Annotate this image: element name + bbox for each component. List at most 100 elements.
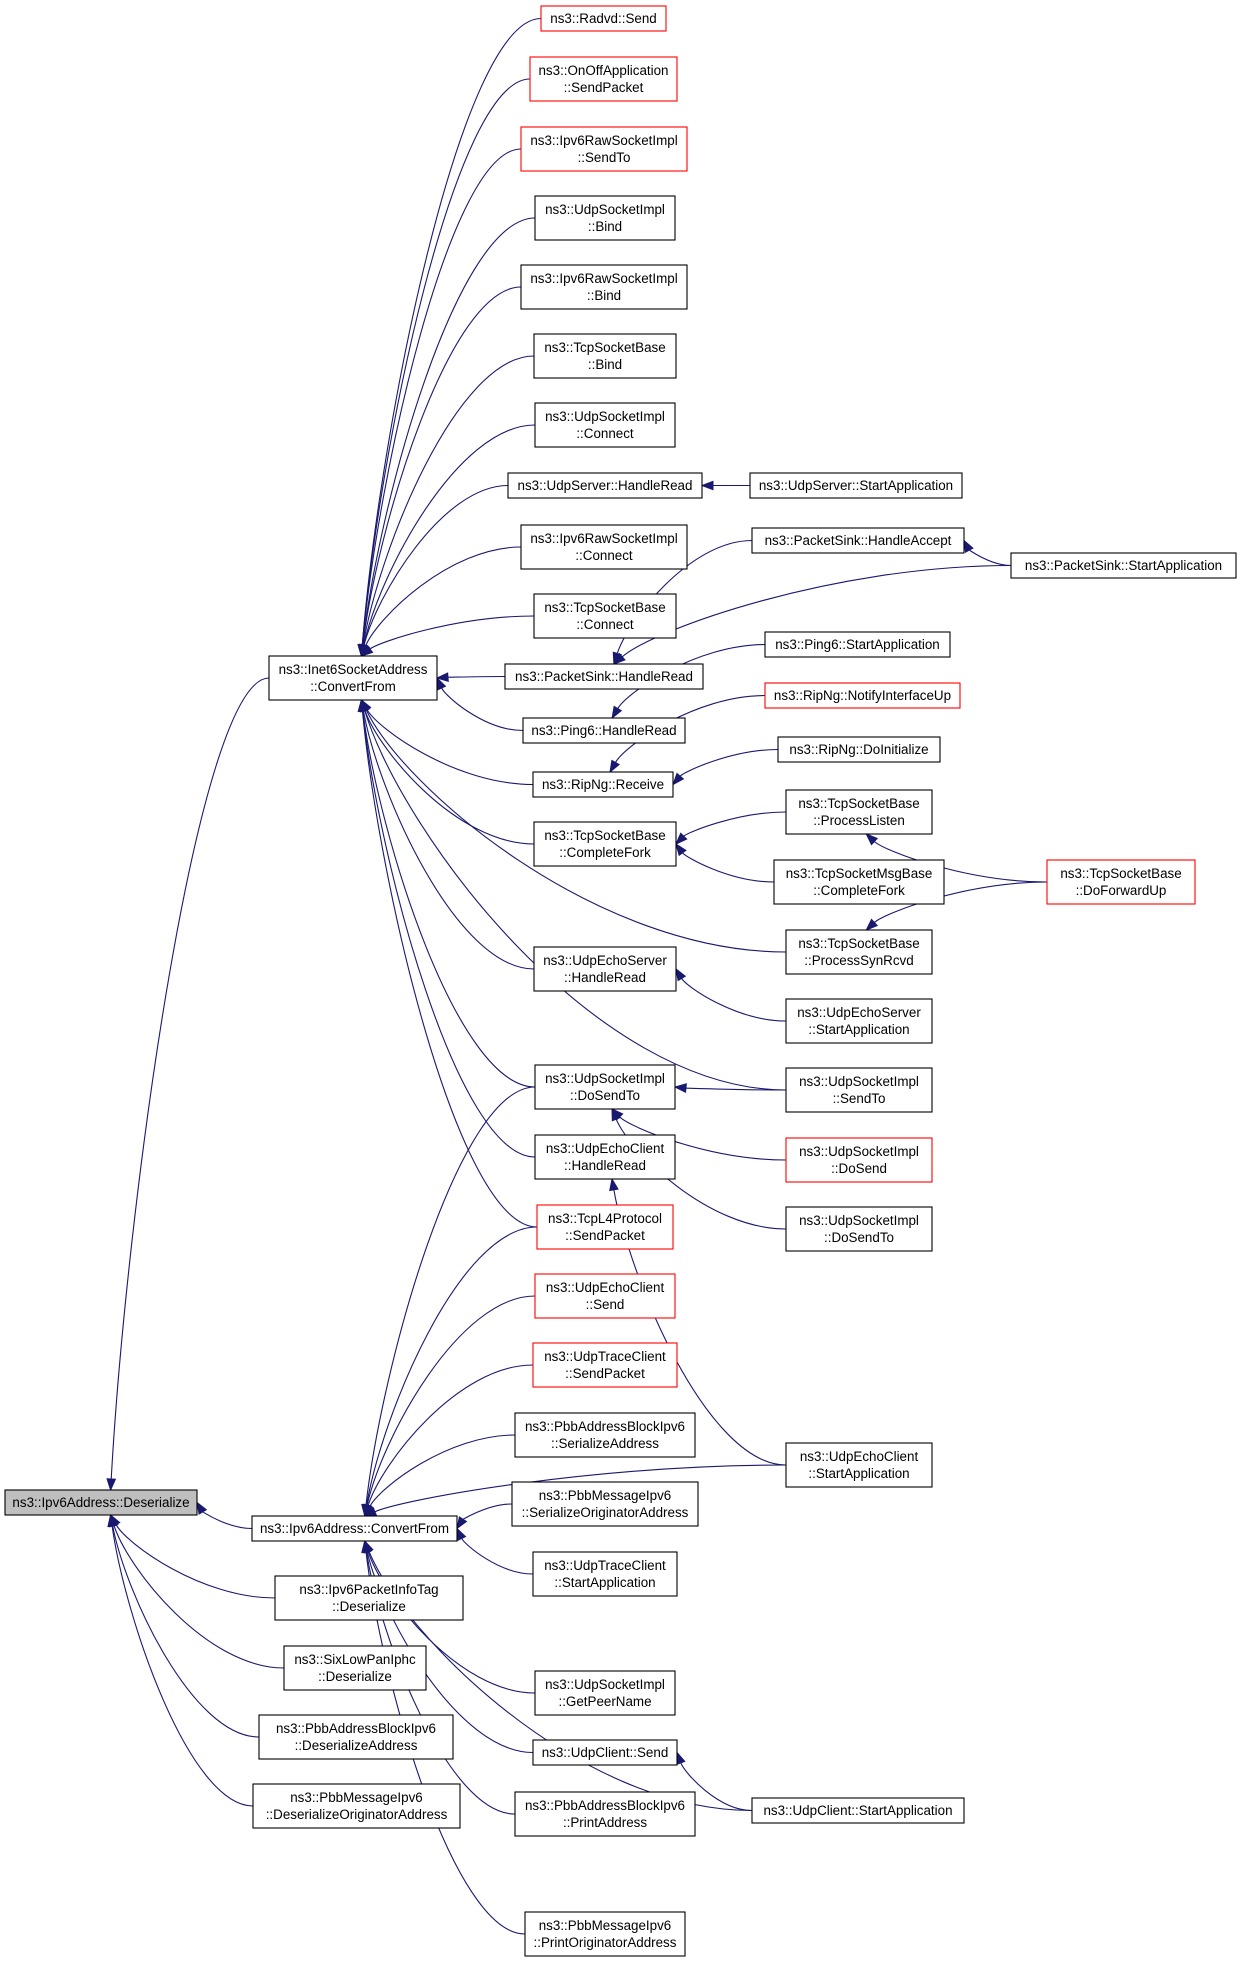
node-label: ns3::TcpL4Protocol bbox=[548, 1211, 662, 1226]
node-label: ns3::UdpEchoClient bbox=[546, 1141, 665, 1156]
node-label: ::ProcessSynRcvd bbox=[804, 953, 913, 968]
node-box bbox=[534, 1134, 676, 1180]
node-label: ::CompleteFork bbox=[813, 883, 905, 898]
function-node-pbbblock-print[interactable]: ns3::PbbAddressBlockIpv6::PrintAddress bbox=[514, 1791, 696, 1837]
node-label: ns3::PbbMessageIpv6 bbox=[539, 1918, 672, 1933]
function-node-ipv6-deserialize[interactable]: ns3::Ipv6Address::Deserialize bbox=[4, 1489, 198, 1516]
call-edge bbox=[682, 852, 775, 883]
function-node-tcpbase-processlisten[interactable]: ns3::TcpSocketBase::ProcessListen bbox=[785, 789, 933, 835]
function-node-udptraceclient-start[interactable]: ns3::UdpTraceClient::StartApplication bbox=[532, 1551, 678, 1597]
node-label: ns3::PbbMessageIpv6 bbox=[290, 1790, 423, 1805]
function-node-ripng-notify[interactable]: ns3::RipNg::NotifyInterfaceUp bbox=[764, 682, 961, 709]
function-node-ping6-start[interactable]: ns3::Ping6::StartApplication bbox=[764, 631, 951, 658]
call-edge bbox=[616, 539, 753, 654]
call-edge bbox=[362, 710, 536, 1088]
function-node-udpsock-dosendto[interactable]: ns3::UdpSocketImpl::DoSendTo bbox=[534, 1064, 676, 1110]
function-node-ripng-doinit[interactable]: ns3::RipNg::DoInitialize bbox=[777, 736, 941, 763]
call-edge bbox=[683, 811, 787, 837]
call-edge bbox=[447, 675, 506, 678]
function-node-udpsock-connect[interactable]: ns3::UdpSocketImpl::Connect bbox=[534, 402, 676, 448]
function-node-ipv6raw-sendto[interactable]: ns3::Ipv6RawSocketImpl::SendTo bbox=[520, 126, 688, 172]
call-edge bbox=[111, 1525, 254, 1807]
function-node-pbbmsg-serialize[interactable]: ns3::PbbMessageIpv6::SerializeOriginator… bbox=[511, 1481, 699, 1527]
node-box bbox=[532, 1739, 678, 1766]
node-box bbox=[520, 126, 688, 172]
function-node-udpserver-start[interactable]: ns3::UdpServer::StartApplication bbox=[749, 472, 963, 499]
function-node-pbbmsg-print[interactable]: ns3::PbbMessageIpv6::PrintOriginatorAddr… bbox=[524, 1911, 686, 1957]
function-node-onoff-sendpacket[interactable]: ns3::OnOffApplication::SendPacket bbox=[529, 56, 678, 102]
node-box bbox=[777, 736, 941, 763]
function-node-tcpbase-connect[interactable]: ns3::TcpSocketBase::Connect bbox=[533, 593, 677, 639]
node-label: ns3::RipNg::NotifyInterfaceUp bbox=[774, 688, 951, 703]
node-label: ns3::PbbAddressBlockIpv6 bbox=[525, 1419, 685, 1434]
node-box bbox=[749, 472, 963, 499]
function-node-packetsink-start[interactable]: ns3::PacketSink::StartApplication bbox=[1010, 552, 1237, 579]
node-box bbox=[785, 1067, 933, 1113]
function-node-tcpbase-processsynrcvd[interactable]: ns3::TcpSocketBase::ProcessSynRcvd bbox=[785, 929, 933, 975]
function-node-pbbblock-deserialize[interactable]: ns3::PbbAddressBlockIpv6::DeserializeAdd… bbox=[258, 1714, 454, 1760]
function-node-udpsock-dosendto2[interactable]: ns3::UdpSocketImpl::DoSendTo bbox=[785, 1206, 933, 1252]
node-label: ns3::Ping6::HandleRead bbox=[531, 723, 676, 738]
call-edge bbox=[115, 1524, 276, 1599]
function-node-udpserver-handleread[interactable]: ns3::UdpServer::HandleRead bbox=[507, 472, 703, 499]
node-label: ns3::PacketSink::HandleRead bbox=[515, 669, 693, 684]
function-node-tcpbase-doforwardup[interactable]: ns3::TcpSocketBase::DoForwardUp bbox=[1046, 859, 1196, 905]
node-label: ns3::Ipv6PacketInfoTag bbox=[299, 1582, 438, 1597]
node-label: ns3::Ipv6RawSocketImpl bbox=[530, 133, 677, 148]
node-box bbox=[540, 5, 667, 32]
function-node-udpsock-getpeername[interactable]: ns3::UdpSocketImpl::GetPeerName bbox=[534, 1670, 676, 1716]
node-label: ::SendTo bbox=[578, 150, 631, 165]
node-label: ::PrintAddress bbox=[563, 1815, 647, 1830]
function-node-udpechoserver-start[interactable]: ns3::UdpEchoServer::StartApplication bbox=[785, 998, 933, 1044]
arrowhead-icon bbox=[106, 1478, 117, 1492]
node-label: ::HandleRead bbox=[564, 970, 646, 985]
node-label: ns3::UdpTraceClient bbox=[544, 1349, 666, 1364]
function-node-tcpmsgbase-completefork[interactable]: ns3::TcpSocketMsgBase::CompleteFork bbox=[773, 859, 945, 905]
function-node-radvd-send[interactable]: ns3::Radvd::Send bbox=[540, 5, 667, 32]
function-node-udpclient-send[interactable]: ns3::UdpClient::Send bbox=[532, 1739, 678, 1766]
function-node-inet6-convertfrom[interactable]: ns3::Inet6SocketAddress::ConvertFrom bbox=[268, 655, 438, 701]
node-label: ns3::UdpEchoClient bbox=[546, 1280, 665, 1295]
function-node-udpsock-bind[interactable]: ns3::UdpSocketImpl::Bind bbox=[534, 195, 676, 241]
arrowhead-icon bbox=[611, 1107, 621, 1122]
call-edge bbox=[366, 709, 534, 786]
node-box bbox=[785, 1442, 933, 1488]
node-label: ::CompleteFork bbox=[559, 845, 651, 860]
call-edge bbox=[366, 1226, 538, 1506]
function-node-ping6-handleread[interactable]: ns3::Ping6::HandleRead bbox=[522, 717, 686, 744]
function-node-udpechoclient-start[interactable]: ns3::UdpEchoClient::StartApplication bbox=[785, 1442, 933, 1488]
node-label: ns3::PacketSink::StartApplication bbox=[1025, 558, 1222, 573]
arrowhead-icon bbox=[676, 1751, 686, 1765]
node-box bbox=[534, 1273, 676, 1319]
call-edge bbox=[366, 1295, 536, 1506]
call-edge bbox=[615, 1118, 787, 1230]
function-node-tcpbase-bind[interactable]: ns3::TcpSocketBase::Bind bbox=[533, 333, 677, 379]
function-node-ipv6raw-connect[interactable]: ns3::Ipv6RawSocketImpl::Connect bbox=[520, 524, 688, 570]
function-node-sixlow-deserialize[interactable]: ns3::SixLowPanIphc::Deserialize bbox=[283, 1645, 427, 1691]
function-node-ipv6pkt-deserialize[interactable]: ns3::Ipv6PacketInfoTag::Deserialize bbox=[274, 1575, 464, 1621]
function-node-packetsink-handleaccept[interactable]: ns3::PacketSink::HandleAccept bbox=[751, 527, 965, 554]
node-label: ns3::UdpSocketImpl bbox=[799, 1144, 919, 1159]
function-node-pbbblock-serialize[interactable]: ns3::PbbAddressBlockIpv6::SerializeAddre… bbox=[514, 1412, 696, 1458]
call-edge bbox=[681, 978, 787, 1022]
node-label: ::ProcessListen bbox=[813, 813, 905, 828]
call-edge bbox=[363, 424, 536, 646]
function-node-udpechoclient-handleread[interactable]: ns3::UdpEchoClient::HandleRead bbox=[534, 1134, 676, 1180]
function-node-udpsock-dosend[interactable]: ns3::UdpSocketImpl::DoSend bbox=[785, 1137, 933, 1183]
function-node-udpechoserver-handleread[interactable]: ns3::UdpEchoServer::HandleRead bbox=[533, 946, 677, 992]
function-node-packetsink-handleread[interactable]: ns3::PacketSink::HandleRead bbox=[504, 663, 704, 690]
function-node-pbbmsg-deserialize[interactable]: ns3::PbbMessageIpv6::DeserializeOriginat… bbox=[252, 1783, 461, 1829]
arrowhead-icon bbox=[107, 1513, 118, 1528]
function-node-tcpbase-completefork[interactable]: ns3::TcpSocketBase::CompleteFork bbox=[533, 821, 677, 867]
function-node-udptraceclient-sendpacket[interactable]: ns3::UdpTraceClient::SendPacket bbox=[532, 1342, 678, 1388]
function-node-udpclient-start[interactable]: ns3::UdpClient::StartApplication bbox=[751, 1797, 965, 1824]
arrowhead-icon bbox=[456, 1527, 467, 1542]
function-node-ipv6addr-convertfrom[interactable]: ns3::Ipv6Address::ConvertFrom bbox=[251, 1515, 458, 1542]
node-box bbox=[785, 998, 933, 1044]
function-node-udpsock-sendto[interactable]: ns3::UdpSocketImpl::SendTo bbox=[785, 1067, 933, 1113]
function-node-udpechoclient-send[interactable]: ns3::UdpEchoClient::Send bbox=[534, 1273, 676, 1319]
node-label: ::StartApplication bbox=[808, 1022, 909, 1037]
function-node-ripng-receive[interactable]: ns3::RipNg::Receive bbox=[532, 771, 674, 798]
function-node-ipv6raw-bind[interactable]: ns3::Ipv6RawSocketImpl::Bind bbox=[520, 264, 688, 310]
function-node-tcpl4-sendpacket[interactable]: ns3::TcpL4Protocol::SendPacket bbox=[536, 1204, 674, 1250]
